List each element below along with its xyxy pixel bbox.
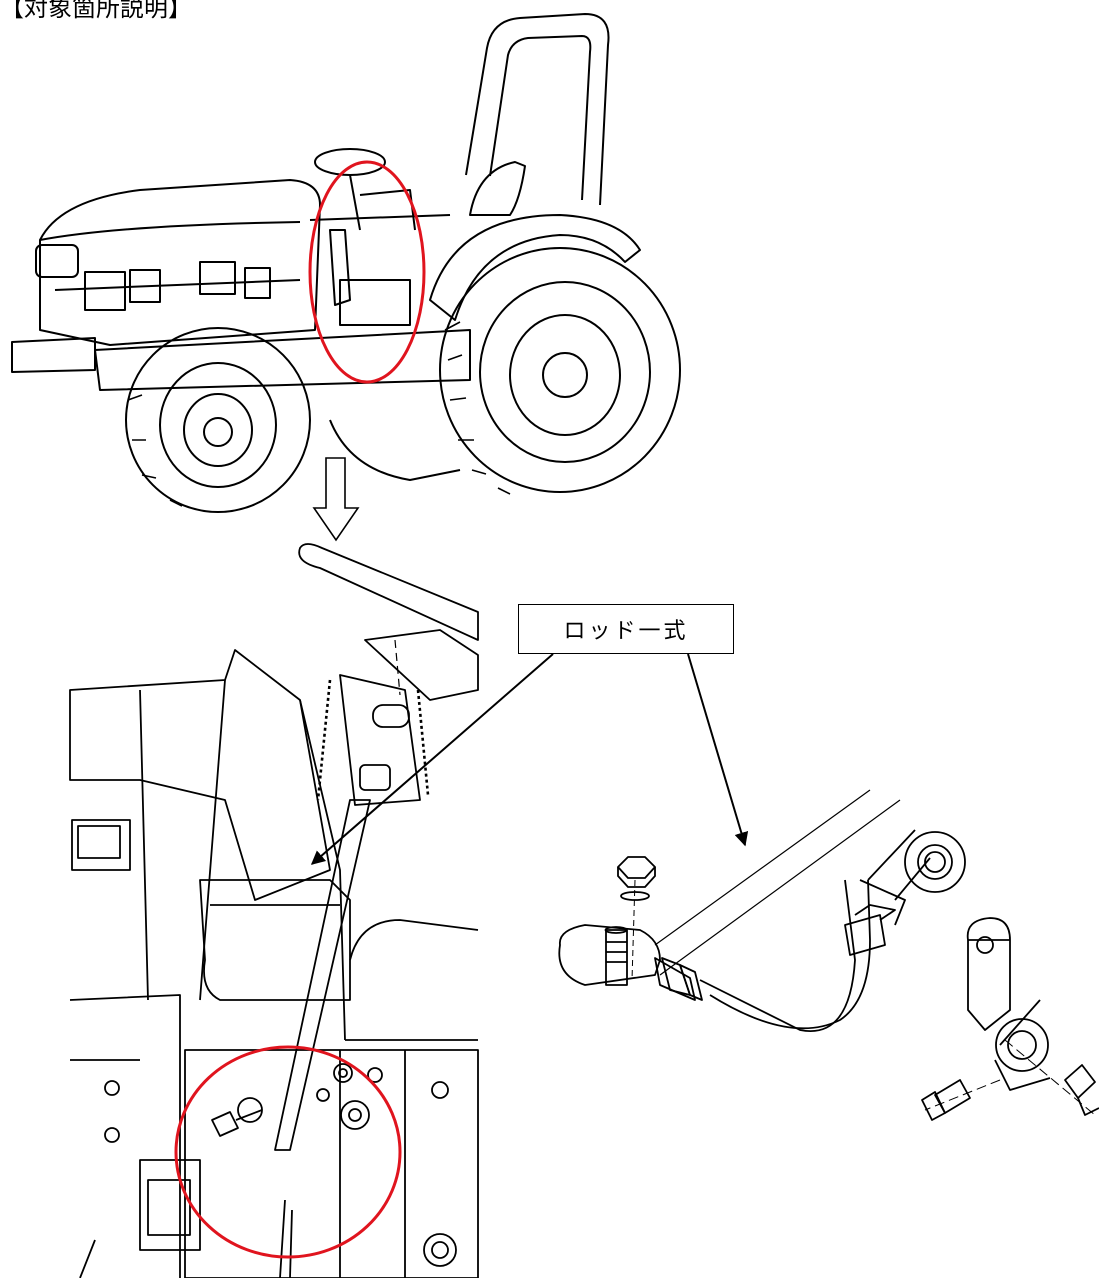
bolt-right: [1064, 1064, 1096, 1099]
detail-steering-wheel: [298, 543, 479, 641]
tractor-overview: [11, 13, 681, 513]
rod-assembly: [558, 789, 966, 1032]
down-arrow: [312, 457, 360, 542]
lever-bracket: [921, 917, 1099, 1121]
lock-nut-right: [844, 914, 886, 956]
rops-frame: [465, 13, 610, 206]
steering-column: [339, 674, 421, 806]
leader-arrow-to-rod: [687, 653, 749, 847]
rod-assembly-label: ロッド一式: [518, 604, 734, 654]
highlight-oval-top: [308, 160, 426, 384]
leader-arrow-to-detail: [310, 653, 554, 865]
hood: [39, 179, 321, 346]
bolt-left: [934, 1079, 971, 1114]
tie-rod-end: [558, 924, 661, 986]
highlight-circle-detail: [174, 1045, 402, 1259]
detail-rod-end: [211, 1111, 239, 1137]
nut: [617, 856, 656, 879]
rear-fender: [429, 214, 641, 321]
arm-boss: [995, 1018, 1049, 1072]
steering-detail: [69, 543, 479, 1278]
seat: [469, 161, 526, 216]
section-heading: 【対象箇所説明】: [0, 0, 192, 22]
rear-wheel: [439, 247, 681, 493]
arm-plate: [966, 917, 1011, 1031]
rod-eye: [904, 831, 966, 893]
bolt-1: [333, 1063, 353, 1083]
front-wheel: [125, 327, 311, 513]
